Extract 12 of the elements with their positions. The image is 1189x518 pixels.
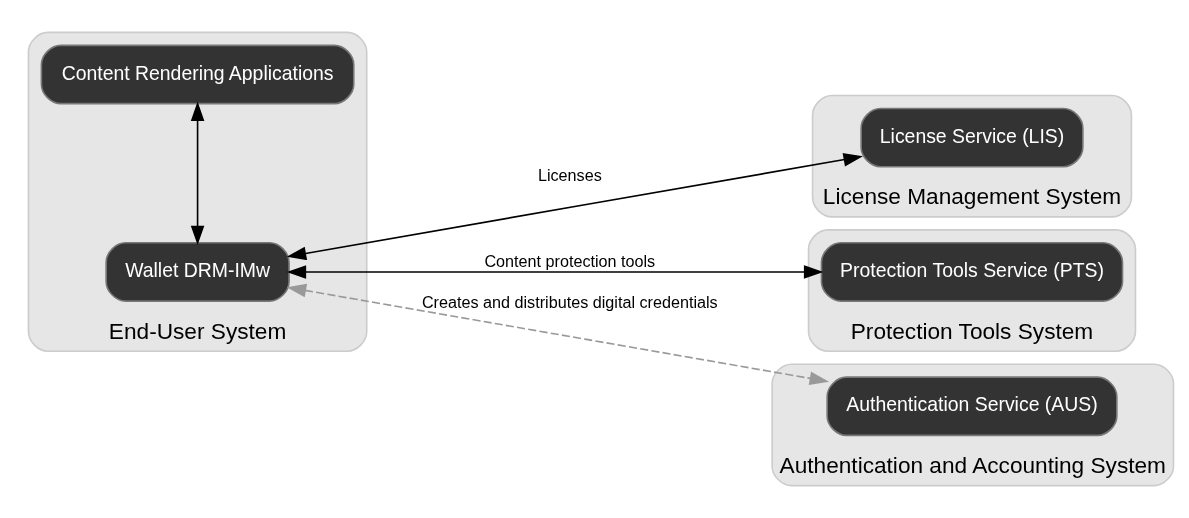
arrow <box>286 152 863 261</box>
edge-label: Licenses <box>537 166 602 185</box>
node-box: Protection Tools Service (PTS) <box>820 242 1124 302</box>
arrow <box>190 101 205 246</box>
edge-label: Creates and distributes digital credentials <box>421 292 718 311</box>
edge-label: Content protection tools <box>484 252 656 271</box>
arrow <box>286 283 830 386</box>
node-box: Wallet DRM-IMw <box>105 242 290 302</box>
node-box: Content Rendering Applications <box>40 44 355 105</box>
node-box: License Service (LIS) <box>860 107 1084 168</box>
arrow <box>286 265 824 279</box>
node-box: Authentication Service (AUS) <box>826 376 1118 437</box>
